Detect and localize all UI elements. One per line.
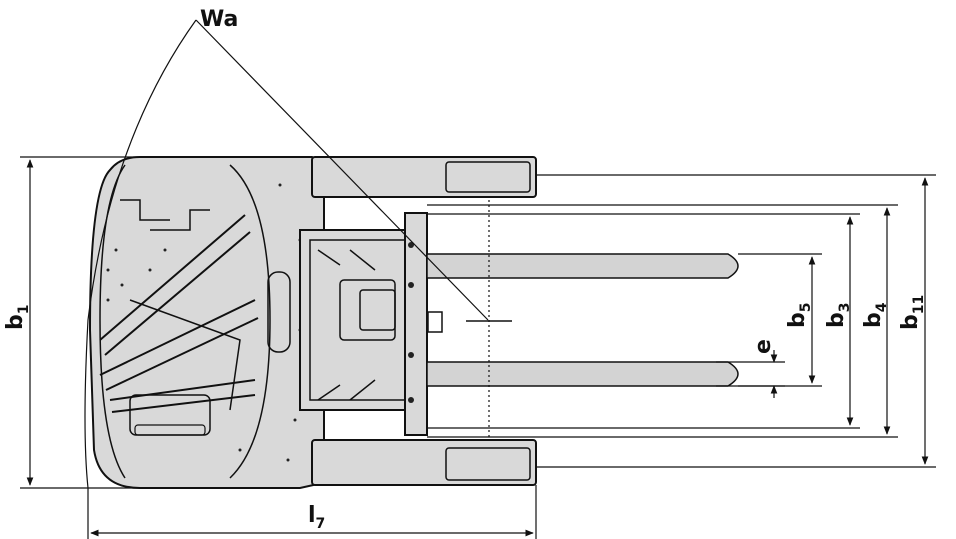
outriggers (311, 156, 537, 486)
dimension-l7 (87, 485, 537, 539)
label-b4: b4 (861, 302, 890, 328)
dimension-b4 (427, 204, 898, 438)
label-b1: b1 (3, 305, 32, 331)
label-l7: l7 (308, 503, 325, 532)
label-wa: Wa (200, 7, 238, 32)
dimension-b11 (536, 174, 936, 468)
frame-bars (99, 199, 259, 413)
wa-turning-lines (84, 19, 489, 489)
truck-body (88, 156, 325, 489)
dimension-b1 (20, 156, 140, 489)
label-e: e (751, 339, 776, 354)
label-b11: b11 (898, 295, 927, 330)
dimension-b3 (427, 213, 860, 429)
label-b3: b3 (824, 303, 853, 329)
label-b5: b5 (785, 303, 814, 329)
forks (426, 253, 739, 387)
mast-carriage (299, 212, 443, 436)
dimension-e (716, 350, 785, 398)
